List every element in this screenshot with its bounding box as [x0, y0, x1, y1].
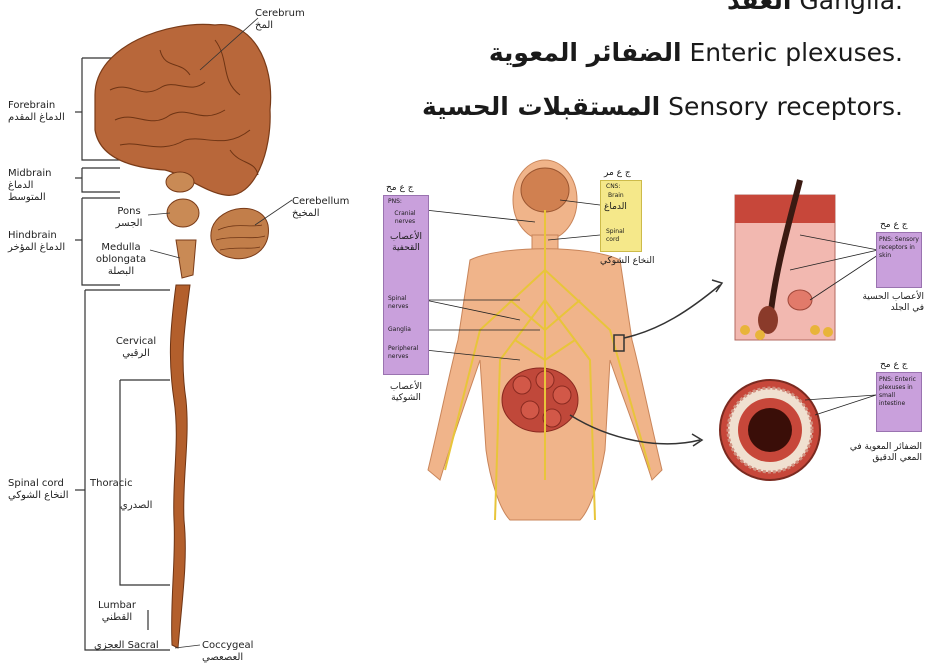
thoracic-en: Thoracic: [90, 478, 133, 489]
ganglia-label: Ganglia: [388, 326, 411, 334]
spinal-cord-ar: النخاع الشوكي: [8, 490, 69, 501]
cerebrum-en: Cerebrum: [255, 8, 305, 19]
hindbrain-en: Hindbrain: [8, 230, 57, 241]
spinal-cord-body-label: Spinal cord: [606, 228, 636, 244]
brain-ar: الدماغ: [604, 202, 627, 213]
cerebrum-label: Cerebrum المخ: [255, 8, 305, 32]
medulla-en: Medulla oblongata: [96, 242, 146, 265]
coccygeal-en: Coccygeal: [202, 640, 253, 651]
cervical-ar: الرقبي: [122, 348, 149, 359]
peripheral-nerves-label: Peripheral nerves: [388, 345, 424, 361]
sacral-en: Sacral: [128, 640, 159, 651]
pns-box-tag: ج ع مح: [386, 183, 414, 194]
pons-label: Pons الجسر: [108, 206, 150, 230]
midbrain-label: Midbrain الدماغ المتوسط: [8, 168, 74, 204]
cerebrum-shape: [95, 24, 271, 195]
thoracic-ar: الصدري: [120, 500, 152, 511]
medulla-ar: البصلة: [108, 266, 134, 277]
hindbrain-ar: الدماغ المؤخر: [8, 242, 65, 253]
spinal-cord-label: Spinal cord النخاع الشوكي: [8, 478, 74, 502]
spinal-nerves-ar: الأعصاب الشوكية: [385, 382, 427, 404]
forebrain-label: Forebrain الدماغ المقدم: [8, 100, 68, 124]
sacral-label: العجزي Sacral: [94, 640, 154, 652]
skin-box-tag: ج ع مح: [880, 220, 908, 231]
forebrain-en: Forebrain: [8, 100, 55, 111]
coccygeal-label: Coccygeal العصعصي: [202, 640, 253, 664]
lumbar-ar: القطني: [102, 612, 132, 623]
gut-ar: الضفائر المعوية في المعي الدقيق: [828, 442, 922, 464]
cns-box-tag: ج ع مر: [604, 168, 631, 179]
pons-shape: [167, 199, 199, 227]
hindbrain-label: Hindbrain الدماغ المؤخر: [8, 230, 74, 254]
gut-box-tag: ج ع مح: [880, 360, 908, 371]
spinal-nerves-label: Spinal nerves: [388, 295, 418, 311]
cervical-en: Cervical: [116, 336, 156, 347]
medulla-shape: [176, 240, 196, 278]
spinal-cord-shape: [170, 285, 190, 648]
cervical-label: Cervical الرقبي: [108, 336, 164, 360]
lumbar-en: Lumbar: [98, 600, 136, 611]
cerebellum-ar: المخيخ: [292, 208, 320, 219]
cerebellum-label: Cerebellum المخيخ: [292, 196, 349, 220]
cerebellum-en: Cerebellum: [292, 196, 349, 207]
thoracic-label: Thoracic: [90, 478, 133, 490]
sacral-ar: العجزي: [94, 640, 124, 651]
pons-ar: الجسر: [116, 218, 143, 229]
coccygeal-ar: العصعصي: [202, 652, 243, 663]
cerebellum-shape: [211, 208, 269, 258]
spinal-cord-en: Spinal cord: [8, 478, 64, 489]
gut-box-label: PNS: Enteric plexuses in small intestine: [879, 376, 919, 408]
cns-box-title: CNS:: [606, 183, 621, 191]
medulla-label: Medulla oblongata البصلة: [90, 242, 152, 278]
spinal-cord-body-ar: النخاع الشوكي: [600, 256, 654, 267]
cranial-nerves-label: Cranial nerves: [386, 210, 424, 226]
skin-ar: الأعصاب الحسية في الجلد: [858, 292, 924, 314]
forebrain-ar: الدماغ المقدم: [8, 112, 65, 123]
brain-label: Brain: [608, 192, 624, 200]
midbrain-ar: الدماغ المتوسط: [8, 180, 46, 203]
lumbar-label: Lumbar القطني: [94, 600, 140, 624]
cranial-nerves-ar: الأعصاب القحفية: [385, 232, 427, 254]
pons-en: Pons: [117, 206, 140, 217]
cerebrum-ar: المخ: [255, 20, 273, 31]
midbrain-shape: [166, 172, 194, 192]
thoracic-ar-label: الصدري: [120, 500, 152, 512]
pns-box-title: PNS:: [388, 198, 402, 206]
skin-box-label: PNS: Sensory receptors in skin: [879, 236, 919, 260]
midbrain-en: Midbrain: [8, 168, 51, 179]
